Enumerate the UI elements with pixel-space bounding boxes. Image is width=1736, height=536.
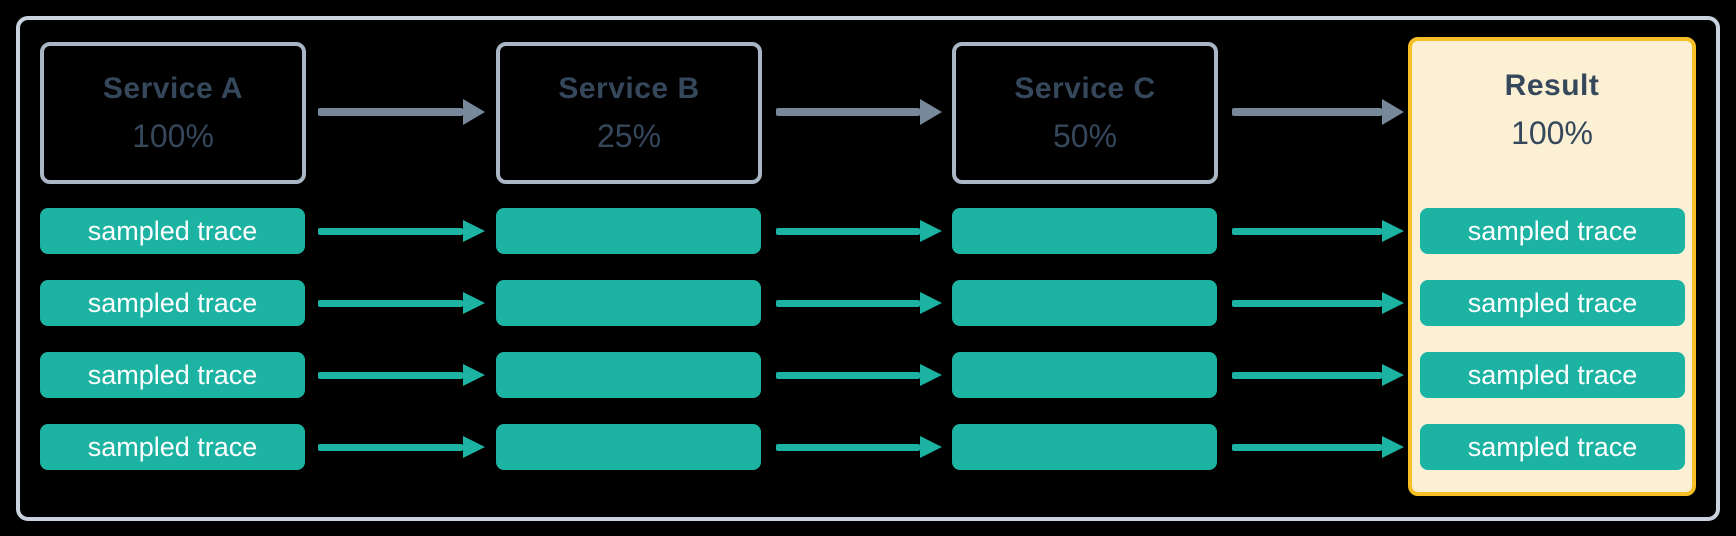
trace-box-c4 — [952, 424, 1217, 470]
trace-arrow-icon — [318, 364, 485, 386]
service-b-rate: 25% — [596, 117, 662, 154]
flow-arrow-icon — [1232, 99, 1404, 125]
trace-arrow-icon — [776, 364, 942, 386]
result-header: Result 100% — [1412, 69, 1692, 152]
trace-arrow-icon — [318, 220, 485, 242]
service-a-name: Service A — [102, 71, 244, 105]
trace-box-a1: sampled trace — [40, 208, 305, 254]
trace-box-c2 — [952, 280, 1217, 326]
service-c-name: Service C — [1014, 71, 1156, 105]
trace-box-r4: sampled trace — [1420, 424, 1685, 470]
trace-box-r1: sampled trace — [1420, 208, 1685, 254]
trace-box-b3 — [496, 352, 761, 398]
trace-arrow-icon — [1232, 364, 1404, 386]
result-rate: 100% — [1511, 115, 1593, 151]
trace-arrow-icon — [1232, 292, 1404, 314]
flow-arrow-icon — [776, 99, 942, 125]
service-a-rate: 100% — [132, 117, 214, 154]
trace-box-b4 — [496, 424, 761, 470]
result-name: Result — [1504, 69, 1600, 102]
trace-arrow-icon — [318, 436, 485, 458]
trace-arrow-icon — [776, 436, 942, 458]
trace-box-a4: sampled trace — [40, 424, 305, 470]
trace-box-r3: sampled trace — [1420, 352, 1685, 398]
trace-arrow-icon — [1232, 220, 1404, 242]
trace-arrow-icon — [776, 292, 942, 314]
trace-box-b2 — [496, 280, 761, 326]
trace-box-a2: sampled trace — [40, 280, 305, 326]
trace-arrow-icon — [776, 220, 942, 242]
result-panel: Result 100% sampled trace sampled trace … — [1408, 37, 1696, 496]
trace-arrow-icon — [1232, 436, 1404, 458]
trace-box-r2: sampled trace — [1420, 280, 1685, 326]
service-box-c: Service C 50% — [952, 42, 1218, 184]
trace-box-b1 — [496, 208, 761, 254]
service-c-rate: 50% — [1052, 117, 1118, 154]
service-box-a: Service A 100% — [40, 42, 306, 184]
trace-box-c3 — [952, 352, 1217, 398]
service-box-b: Service B 25% — [496, 42, 762, 184]
outer-frame — [16, 16, 1720, 521]
trace-box-c1 — [952, 208, 1217, 254]
service-b-name: Service B — [558, 71, 700, 105]
trace-arrow-icon — [318, 292, 485, 314]
trace-box-a3: sampled trace — [40, 352, 305, 398]
flow-arrow-icon — [318, 99, 485, 125]
